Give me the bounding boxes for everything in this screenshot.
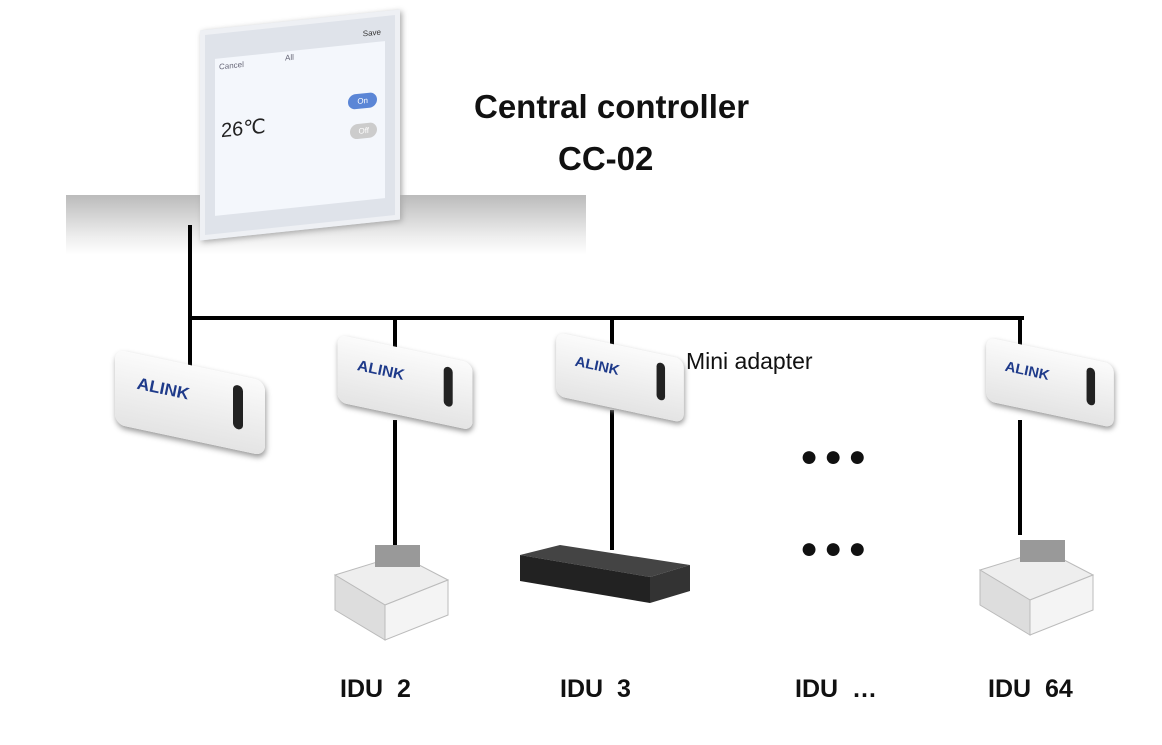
screen-cancel: Cancel bbox=[219, 59, 244, 72]
mini-adapter-64: ALINK bbox=[986, 337, 1114, 428]
controller-title: Central controller bbox=[474, 88, 750, 125]
alink-logo: ALINK bbox=[357, 356, 405, 384]
mini-adapter-1: ALINK bbox=[115, 349, 265, 456]
alink-logo: ALINK bbox=[1004, 358, 1050, 384]
ducted-idu-3 bbox=[520, 545, 690, 603]
idu-label-2: IDU 2 bbox=[340, 675, 411, 703]
screen-off-button: Off bbox=[350, 121, 377, 140]
ellipsis-idus: ●●● bbox=[800, 532, 873, 565]
cassette-idu-64 bbox=[978, 540, 1095, 636]
idu-wire-3 bbox=[610, 410, 614, 550]
screen-all: All bbox=[285, 52, 294, 63]
mini-adapter-2: ALINK bbox=[337, 334, 473, 431]
connector-slot bbox=[443, 365, 453, 408]
ellipsis-adapters: ●●● bbox=[800, 440, 873, 473]
cassette-idu-2 bbox=[333, 545, 450, 641]
screen-temperature: 26℃ bbox=[221, 115, 266, 143]
mini-adapter-3: ALINK bbox=[556, 332, 684, 423]
screen-on-button: On bbox=[348, 91, 377, 110]
drop-wire-3 bbox=[610, 316, 614, 356]
alink-logo: ALINK bbox=[574, 353, 620, 379]
idu-label-64: IDU 64 bbox=[988, 675, 1073, 703]
controller-model: CC-02 bbox=[558, 140, 654, 177]
controller-screen: Cancel All Save 26℃ On Off bbox=[215, 27, 385, 216]
idu-label-3: IDU 3 bbox=[560, 675, 631, 703]
alink-logo: ALINK bbox=[137, 373, 189, 404]
controller-wire bbox=[188, 225, 192, 385]
drop-wire-64 bbox=[1018, 316, 1022, 366]
connector-slot bbox=[1086, 366, 1096, 407]
bus-line bbox=[192, 316, 1024, 320]
mini-adapter-label: Mini adapter bbox=[686, 348, 813, 374]
idu-wire-64 bbox=[1018, 420, 1022, 535]
connector-slot bbox=[233, 384, 243, 431]
central-controller-device: Cancel All Save 26℃ On Off bbox=[200, 9, 400, 241]
screen-save: Save bbox=[362, 27, 381, 39]
idu-wire-2 bbox=[393, 420, 397, 545]
idu-label-more: IDU … bbox=[795, 675, 877, 703]
connector-slot bbox=[656, 361, 666, 402]
drop-wire-2 bbox=[393, 316, 397, 366]
